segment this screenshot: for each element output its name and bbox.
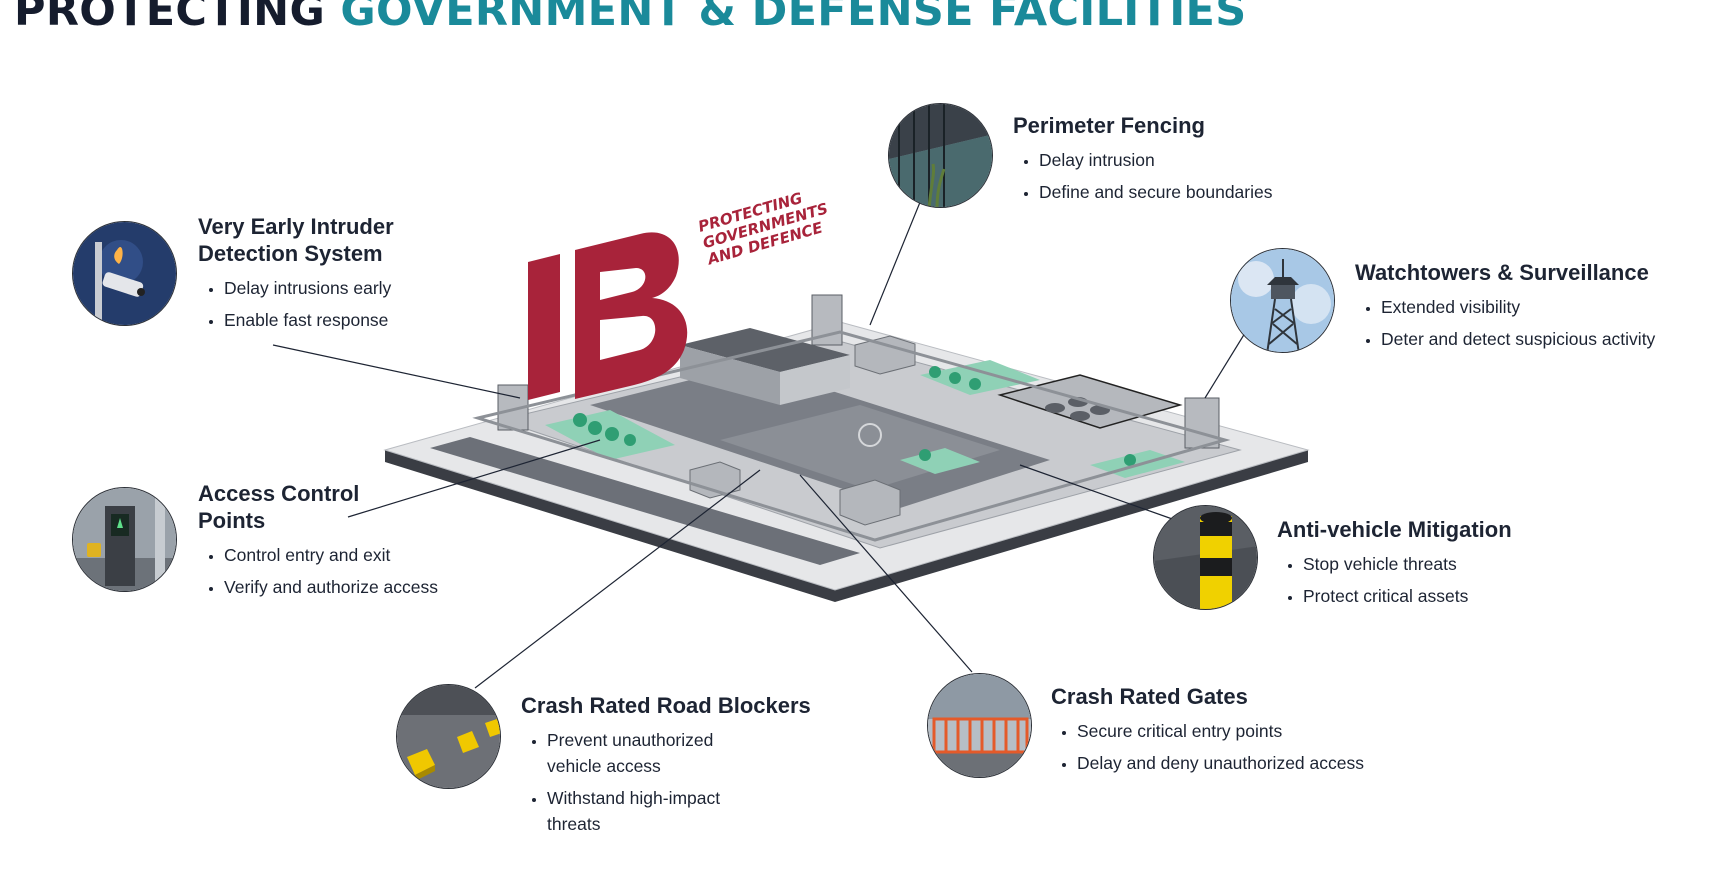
bullet-item: Verify and authorize access [224, 574, 438, 600]
bullet-item: Extended visibility [1381, 294, 1655, 320]
ib-logo-tagline: PROTECTING GOVERNMENTS AND DEFENCE [696, 189, 830, 269]
feature-bullets: Delay intrusion Define and secure bounda… [1013, 147, 1273, 205]
feature-perimeter: Perimeter Fencing Delay intrusion Define… [1013, 112, 1273, 211]
bullet-item: Enable fast response [224, 307, 394, 333]
feature-bullets: Stop vehicle threats Protect critical as… [1277, 551, 1512, 609]
bullet-item: Withstand high-impact threats [547, 785, 741, 837]
thumb-perimeter [888, 103, 993, 208]
bullet-item: Delay and deny unauthorized access [1077, 750, 1364, 776]
bullet-item: Protect critical assets [1303, 583, 1512, 609]
connector-perimeter [869, 189, 926, 326]
thumb-roadblockers [396, 684, 501, 789]
thumb-veids [72, 221, 177, 326]
connector-lines [272, 189, 1246, 689]
connector-veids [272, 344, 521, 399]
page-title: PROTECTING GOVERNMENT & DEFENSE FACILITI… [14, 0, 1246, 36]
building-2 [854, 335, 916, 375]
building-3 [689, 461, 741, 499]
tanks [1045, 397, 1110, 421]
perimeter-fence [472, 330, 1231, 542]
lawn-2 [900, 448, 980, 474]
feature-roadblockers: Crash Rated Road Blockers Prevent unauth… [521, 692, 811, 843]
feature-gates: Crash Rated Gates Secure critical entry … [1051, 683, 1364, 782]
thumb-gates [927, 673, 1032, 778]
bullet-item: Prevent unauthorized vehicle access [547, 727, 741, 779]
connector-antivehicle [1019, 464, 1179, 522]
thumb-access [72, 487, 177, 592]
main-building-side [680, 345, 780, 405]
bullet-item: Stop vehicle threats [1303, 551, 1512, 577]
lawn-4 [920, 360, 1040, 395]
feature-bullets: Secure critical entry points Delay and d… [1051, 718, 1364, 776]
gate-icon [928, 674, 1031, 777]
feature-title: Crash Rated Gates [1051, 684, 1248, 709]
main-building-front [780, 355, 850, 405]
tower-2 [811, 294, 843, 346]
ib-logo [528, 232, 688, 400]
bullet-item: Deter and detect suspicious activity [1381, 326, 1655, 352]
title-part-1: PROTECTING [14, 0, 326, 36]
bollard-icon [1154, 506, 1257, 609]
feature-watchtower: Watchtowers & Surveillance Extended visi… [1355, 259, 1655, 358]
feature-bullets: Extended visibility Deter and detect sus… [1355, 294, 1655, 352]
feature-antivehicle: Anti-vehicle Mitigation Stop vehicle thr… [1277, 516, 1512, 615]
connector-access [347, 439, 601, 518]
road-blocker-icon [397, 685, 500, 788]
feature-title: Watchtowers & Surveillance [1355, 260, 1649, 285]
thumb-antivehicle [1153, 505, 1258, 610]
feature-bullets: Prevent unauthorized vehicle access With… [521, 727, 741, 837]
trees [573, 366, 1136, 466]
feature-bullets: Delay intrusions early Enable fast respo… [198, 275, 394, 333]
connector-watchtower [1204, 332, 1246, 399]
connector-roadblockers [474, 469, 761, 689]
helipad [858, 423, 882, 447]
tower-3 [1184, 397, 1220, 449]
feature-title: Perimeter Fencing [1013, 113, 1205, 138]
thumb-watchtower [1230, 248, 1335, 353]
title-part-2: GOVERNMENT & DEFENSE FACILITIES [340, 0, 1247, 36]
feature-title: Anti-vehicle Mitigation [1277, 517, 1512, 542]
bullet-item: Secure critical entry points [1077, 718, 1364, 744]
connector-gates [799, 474, 973, 673]
bullet-item: Control entry and exit [224, 542, 438, 568]
bullet-item: Delay intrusion [1039, 147, 1273, 173]
bullet-item: Define and secure boundaries [1039, 179, 1273, 205]
access-terminal-icon [73, 488, 176, 591]
watchtower-icon [1231, 249, 1334, 352]
building-4 [839, 479, 901, 526]
road [430, 437, 860, 565]
feature-bullets: Control entry and exit Verify and author… [198, 542, 438, 600]
feature-title: Crash Rated Road Blockers [521, 693, 811, 718]
fence-icon [889, 104, 992, 207]
bullet-item: Delay intrusions early [224, 275, 394, 301]
security-camera-icon [73, 222, 176, 325]
